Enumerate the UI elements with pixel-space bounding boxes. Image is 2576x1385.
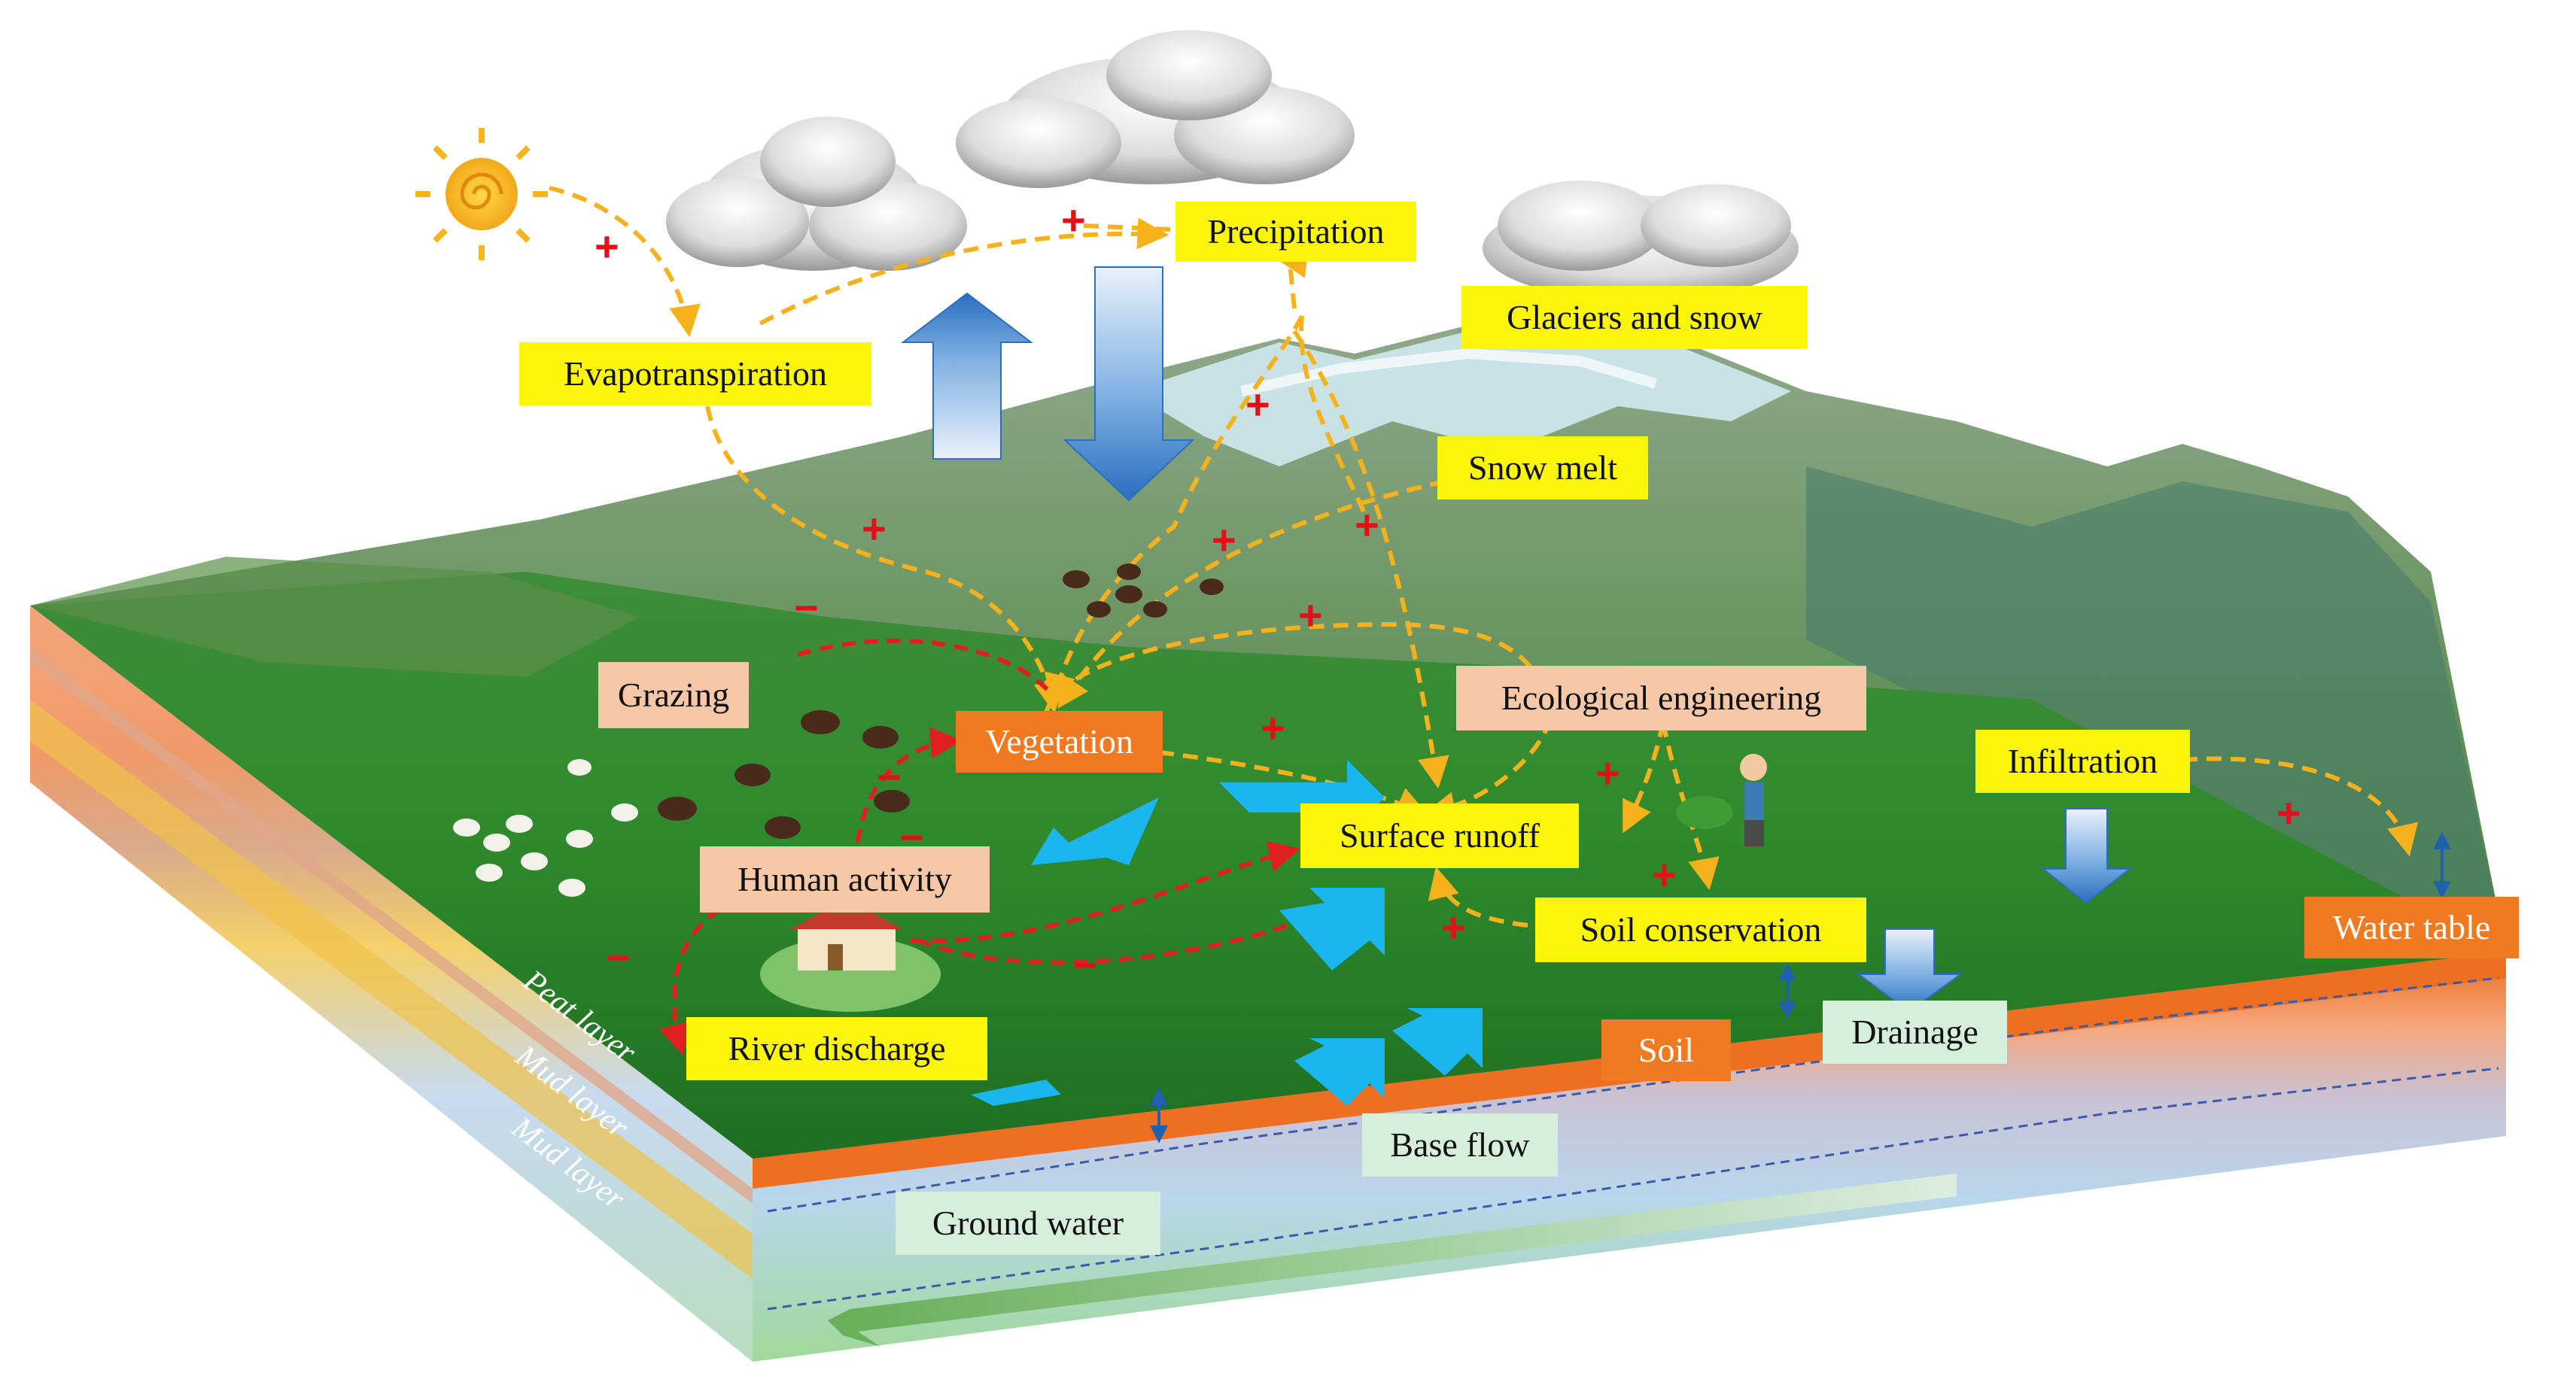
positive-sign: + — [595, 223, 619, 270]
drainage-label: Drainage — [1823, 1001, 2007, 1064]
sun-icon — [415, 128, 548, 260]
river-discharge-label: River discharge — [686, 1017, 987, 1080]
negative-sign: − — [794, 584, 819, 631]
cloud-icon-right — [1483, 181, 1799, 301]
cloud-icon-center — [956, 30, 1355, 188]
water-level-arrows — [1150, 831, 2451, 1144]
human-activity-label: Human activity — [700, 846, 990, 913]
negative-sign: − — [1072, 941, 1097, 989]
ground-water-label: Ground water — [896, 1192, 1160, 1255]
cloud-icon-left — [666, 117, 967, 271]
negative-sign: − — [606, 934, 631, 981]
surface-runoff-label: Surface runoff — [1300, 803, 1579, 868]
snow-melt-label: Snow melt — [1437, 436, 1648, 500]
sheep-icon — [453, 759, 638, 897]
infiltration-label: Infiltration — [1975, 730, 2190, 793]
grazing-label: Grazing — [598, 662, 749, 728]
precipitation-down-arrow — [1063, 266, 1195, 502]
infiltration-arrow — [2041, 808, 2132, 904]
negative-sign: − — [877, 753, 902, 800]
positive-sign: + — [862, 505, 887, 552]
ground-water-arrow — [828, 1174, 1957, 1347]
runoff-water-arrows — [971, 760, 1483, 1106]
ecological-engineering-label: Ecological engineering — [1456, 666, 1866, 730]
farmer-icon — [1676, 754, 1767, 846]
positive-sign: + — [1245, 381, 1270, 428]
evaporation-up-arrow — [901, 292, 1033, 460]
block-front-face — [753, 952, 2506, 1362]
precipitation-label: Precipitation — [1175, 202, 1416, 262]
landscape-block — [30, 316, 2506, 1362]
positive-sign: + — [1441, 904, 1466, 951]
evapotranspiration-label: Evapotranspiration — [519, 342, 871, 405]
positive-sign: + — [1061, 196, 1086, 244]
drainage-arrow — [1856, 928, 1963, 1013]
soil-label: Soil — [1601, 1019, 1731, 1081]
vegetation-label: Vegetation — [956, 711, 1163, 773]
house-icon — [760, 899, 941, 1012]
yak-icon — [658, 563, 1224, 839]
negative-sign: − — [899, 813, 924, 861]
snow-cap — [1129, 322, 1791, 466]
base-flow-label: Base flow — [1362, 1113, 1558, 1177]
soil-conservation-label: Soil conservation — [1535, 898, 1866, 962]
water-table-label: Water table — [2304, 897, 2519, 958]
positive-sign: + — [1652, 851, 1677, 898]
positive-sign: + — [1261, 704, 1285, 752]
glaciers-and-snow-label: Glaciers and snow — [1461, 286, 1808, 349]
positive-sign: + — [1595, 749, 1620, 797]
positive-sign: + — [1298, 591, 1323, 639]
positive-sign: + — [1355, 501, 1379, 548]
positive-sign: + — [2276, 789, 2301, 837]
positive-sign: + — [1212, 516, 1236, 563]
